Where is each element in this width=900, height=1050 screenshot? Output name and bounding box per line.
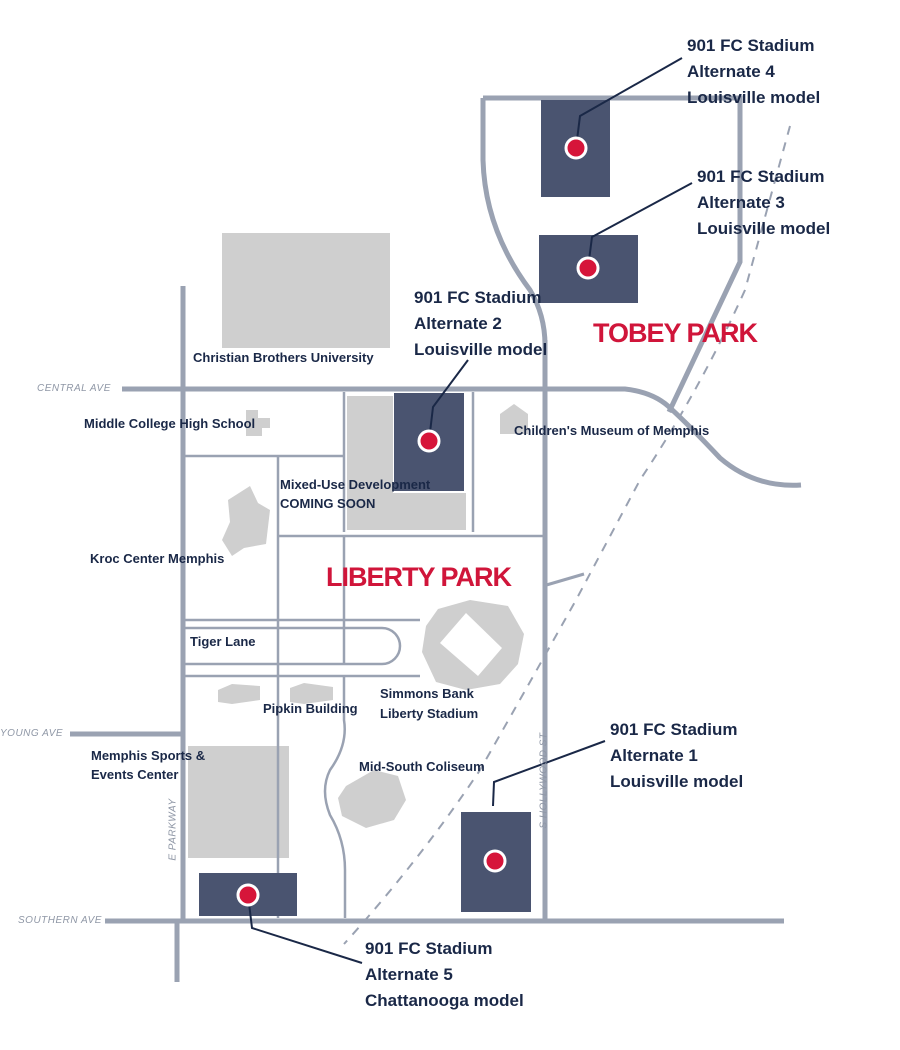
label-middle-college: Middle College High School [84,416,256,431]
callout-alt5-line2: Alternate 5 [365,965,453,984]
callout-alternate-1: 901 FC Stadium Alternate 1 Louisville mo… [610,717,743,795]
callout-alt3-line2: Alternate 3 [697,193,785,212]
callout-alt3-line3: Louisville model [697,219,831,238]
label-coming-soon: COMING SOON [280,496,376,511]
roads [70,95,802,982]
label-mid-south: Mid-South Coliseum [359,759,485,774]
road-tobey-lower [542,572,585,588]
marker-alternate-2[interactable] [417,429,441,453]
street-label-young-ave: YOUNG AVE [0,728,64,739]
building-middle-college [246,410,270,436]
label-kroc-center: Kroc Center Memphis [90,551,225,566]
callout-alternate-2: 901 FC Stadium Alternate 2 Louisville mo… [414,285,547,363]
callout-alt3-line1: 901 FC Stadium [697,167,825,186]
callout-alt4-line1: 901 FC Stadium [687,36,815,55]
callout-alt2-line1: 901 FC Stadium [414,288,542,307]
inner-streets [183,392,545,918]
street-label-hollywood: S HOLLYWOOD ST [538,732,550,829]
park-label-liberty: LIBERTY PARK [326,562,512,592]
callout-alt1-line3: Louisville model [610,772,744,791]
callout-alternate-3: 901 FC Stadium Alternate 3 Louisville mo… [697,164,830,242]
label-simmons-2: Liberty Stadium [380,706,479,721]
building-kroc-center [222,486,270,556]
building-childrens-museum [500,404,528,434]
label-mixed-use: Mixed-Use Development [280,477,431,492]
site-markers [236,136,600,907]
callout-alt4-line2: Alternate 4 [687,62,775,81]
building-mixed-use [347,396,466,530]
leader-alt1 [492,740,606,807]
railroad-dashed [343,125,791,945]
callout-alt1-line1: 901 FC Stadium [610,720,738,739]
label-tiger-lane: Tiger Lane [190,634,256,649]
label-christian-brothers: Christian Brothers University [193,350,374,365]
road-tobey-loop [480,98,548,346]
street-label-southern-ave: SOUTHERN AVE [18,915,102,926]
buildings [188,233,528,858]
callout-alt2-line2: Alternate 2 [414,314,502,333]
building-mid-south-coliseum [338,770,406,828]
park-label-tobey: TOBEY PARK [593,318,758,348]
callout-alt1-line2: Alternate 1 [610,746,698,765]
callout-alternate-5: 901 FC Stadium Alternate 5 Chattanooga m… [365,936,524,1014]
street-label-e-parkway: E PARKWAY [167,798,179,861]
building-christian-brothers [222,233,390,348]
marker-alternate-3[interactable] [576,256,600,280]
stadium-field [440,613,502,676]
callout-alt2-line3: Louisville model [414,340,548,359]
marker-alternate-5[interactable] [236,883,260,907]
label-memphis-sports-2: Events Center [91,767,179,782]
building-pipkin-1 [218,684,260,704]
callout-alt5-line1: 901 FC Stadium [365,939,493,958]
label-simmons-1: Simmons Bank [380,686,474,701]
label-memphis-sports-1: Memphis Sports & [91,748,206,763]
road-central-ave [122,386,802,488]
label-pipkin: Pipkin Building [263,701,358,716]
callout-alternate-4: 901 FC Stadium Alternate 4 Louisville mo… [687,33,820,111]
callout-alt5-line3: Chattanooga model [365,991,524,1010]
callout-alt4-line3: Louisville model [687,88,821,107]
street-label-central-ave: CENTRAL AVE [37,383,111,394]
marker-alternate-4[interactable] [564,136,588,160]
marker-alternate-1[interactable] [483,849,507,873]
building-memphis-sports-center [188,746,289,858]
label-childrens-museum: Children's Museum of Memphis [514,423,710,438]
building-pipkin-2 [290,683,333,704]
